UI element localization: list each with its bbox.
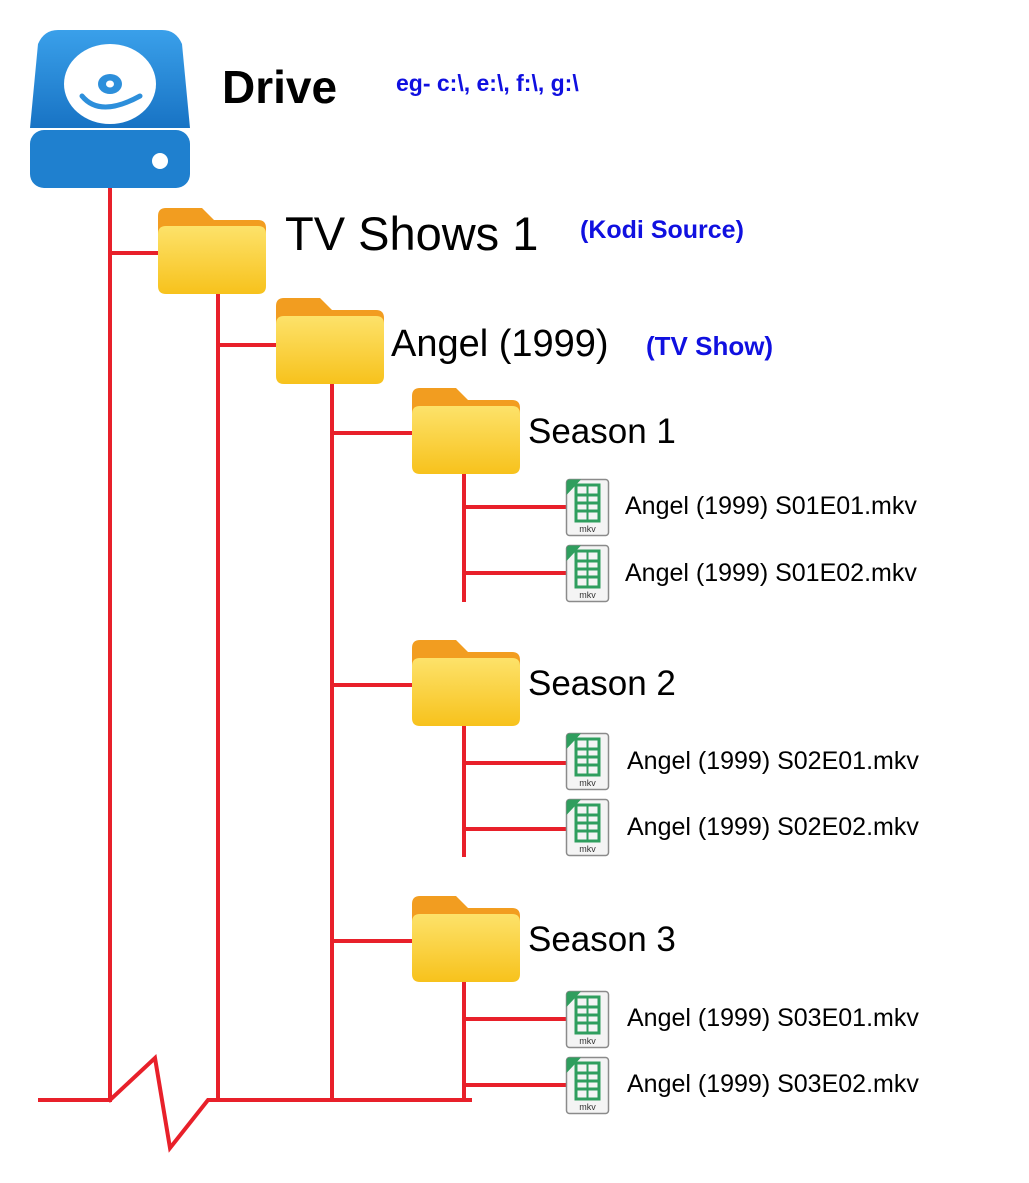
mkv-file-icon: mkv — [565, 798, 610, 857]
mkv-file-icon: mkv — [565, 990, 610, 1049]
folder-icon — [412, 388, 520, 474]
show-folder-label: Angel (1999) — [391, 323, 609, 365]
source-folder-note: (Kodi Source) — [580, 216, 744, 244]
mkv-file-icon: mkv — [565, 544, 610, 603]
connector-lines — [38, 183, 568, 1153]
drive-trunk-line — [38, 183, 112, 1102]
mkv-file-icon: mkv — [565, 478, 610, 537]
folder-icon — [412, 896, 520, 982]
season-folder-label: Season 2 — [528, 664, 676, 703]
mkv-caption: mkv — [579, 778, 596, 788]
mkv-caption: mkv — [579, 1036, 596, 1046]
season-folder-label: Season 1 — [528, 412, 676, 451]
mkv-file-icon: mkv — [565, 1056, 610, 1115]
folder-icon — [412, 640, 520, 726]
mkv-file-icons: mkv mkv mkv mkv mkv mkv — [565, 478, 610, 1115]
episode-file-label: Angel (1999) S02E01.mkv — [627, 747, 919, 775]
mkv-caption: mkv — [579, 1102, 596, 1112]
drive-label: Drive — [222, 61, 338, 113]
break-symbol — [107, 1053, 472, 1153]
folder-icon — [276, 298, 384, 384]
show-folder-note: (TV Show) — [646, 331, 774, 361]
folder-icon — [158, 208, 266, 294]
source-folder-label: TV Shows 1 — [285, 207, 539, 260]
episode-file-label: Angel (1999) S03E01.mkv — [627, 1004, 919, 1032]
season-folder-label: Season 3 — [528, 920, 676, 959]
episode-file-label: Angel (1999) S03E02.mkv — [627, 1070, 919, 1098]
episode-file-label: Angel (1999) S01E02.mkv — [625, 559, 917, 587]
episode-file-label: Angel (1999) S02E02.mkv — [627, 813, 919, 841]
hard-drive-icon — [30, 30, 190, 188]
mkv-file-icon: mkv — [565, 732, 610, 791]
mkv-caption: mkv — [579, 590, 596, 600]
drive-hint: eg- c:\, e:\, f:\, g:\ — [396, 70, 579, 96]
mkv-caption: mkv — [579, 524, 596, 534]
mkv-caption: mkv — [579, 844, 596, 854]
episode-file-label: Angel (1999) S01E01.mkv — [625, 492, 917, 520]
